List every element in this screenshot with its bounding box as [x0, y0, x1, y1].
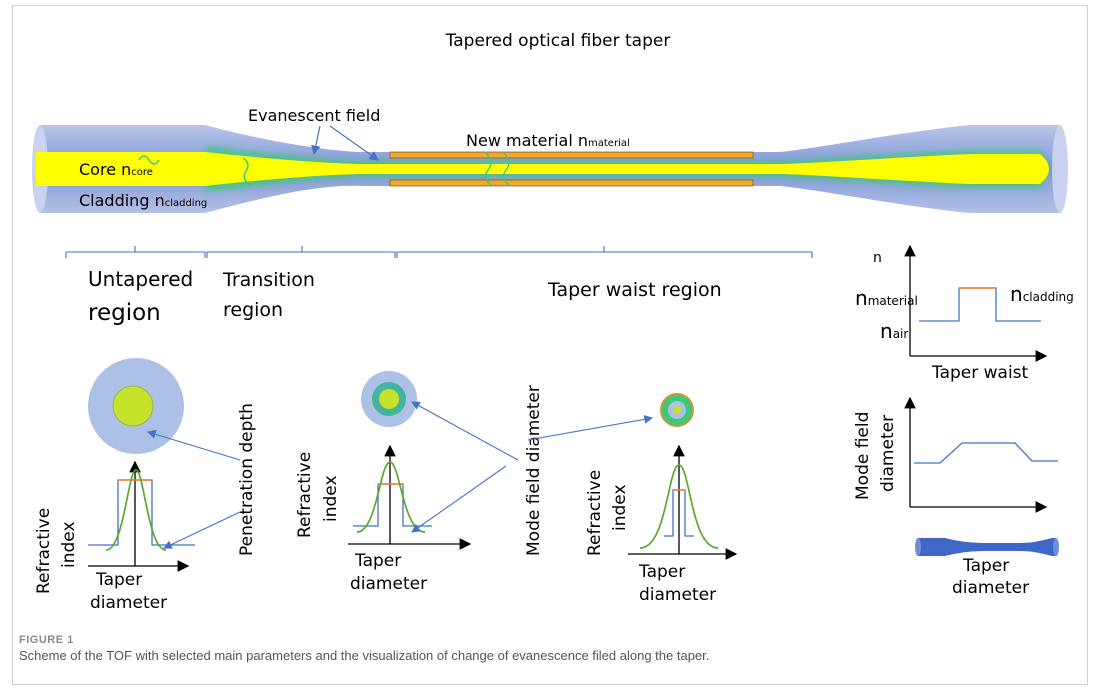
transition-brace — [206, 246, 396, 258]
material-layer-top — [389, 151, 754, 159]
transition-core — [379, 389, 399, 409]
evanescent-arrow-1 — [311, 125, 321, 156]
transition-label-2: region — [223, 299, 283, 321]
untapered-core — [112, 385, 154, 427]
untapered-label-2: region — [88, 300, 161, 326]
mode-field-diameter-label: Mode field diameter — [524, 385, 544, 556]
n-air-label: nair — [880, 319, 908, 343]
core-wave — [138, 155, 160, 165]
taper-label-1: Taper — [95, 570, 142, 590]
waist-brace — [396, 246, 813, 258]
diameter-label-1: diameter — [90, 593, 167, 613]
fiber — [32, 125, 1068, 213]
core-label: Core ncore — [79, 160, 153, 179]
untapered-brace — [65, 246, 206, 258]
mfd-profile-line — [914, 442, 1058, 464]
n-profile-plot — [904, 244, 1048, 362]
transition-index-plot — [348, 444, 472, 550]
untapered-step-profile — [88, 479, 195, 546]
small-taper-right-end — [1053, 538, 1059, 556]
taper-diameter-label-2: diameter — [952, 578, 1029, 598]
n-axis-label: n — [873, 250, 882, 266]
taper-diameter-label-1: Taper — [962, 556, 1009, 576]
mfd-arrow-waist — [527, 415, 654, 441]
refractive-label-2: Refractive — [295, 452, 315, 538]
right-fiber-end — [1052, 125, 1068, 213]
figure-caption: Scheme of the TOF with selected main par… — [19, 648, 710, 663]
diameter-label-3: diameter — [639, 585, 716, 605]
evanescent-label: Evanescent field — [248, 106, 380, 125]
untapered-gaussian — [105, 469, 167, 551]
figure-frame — [12, 5, 1088, 685]
refractive-label-3: Refractive — [585, 470, 605, 556]
transition-step-profile — [353, 483, 432, 527]
region-braces — [65, 246, 813, 258]
mode-field-label: Mode field — [853, 412, 873, 500]
mfd-arrow-plot — [411, 465, 507, 533]
cladding-label: Cladding ncladding — [79, 191, 207, 210]
waist-gaussian — [639, 464, 719, 549]
taper-label-3: Taper — [638, 562, 685, 582]
taper-diagram: Tapered optical fiber taper Evanescent f… — [32, 31, 1074, 613]
diagram-title: Tapered optical fiber taper — [445, 31, 671, 51]
penetration-depth-label: Penetration depth — [237, 403, 257, 556]
mfd-arrow-transition — [411, 401, 519, 461]
diameter-rotated-label: diameter — [878, 415, 898, 492]
evanescent-arrow-2 — [329, 125, 379, 161]
untapered-index-plot — [88, 460, 195, 572]
waist-core — [673, 406, 681, 414]
small-taper-left-end — [915, 538, 921, 556]
transition-gaussian — [356, 461, 426, 533]
waist-wave-2 — [502, 151, 511, 187]
transition-label-1: Transition — [222, 269, 315, 291]
fiber-core — [36, 152, 1049, 186]
n-material-label: nmaterial — [855, 286, 918, 310]
material-layer-bottom — [389, 179, 754, 187]
refractive-label-1: Refractive — [34, 508, 54, 594]
index-label-1: index — [59, 521, 79, 568]
new-material-label: New material nmaterial — [466, 131, 630, 150]
index-label-2: index — [321, 475, 341, 522]
taper-label-2: Taper — [354, 551, 401, 571]
diameter-label-2: diameter — [350, 574, 427, 594]
figure-label: FIGURE 1 — [19, 634, 74, 646]
waist-index-plot — [628, 444, 738, 560]
index-label-3: index — [610, 484, 630, 531]
n-cladding-label: ncladding — [1010, 282, 1074, 306]
waist-label: Taper waist region — [547, 279, 722, 301]
small-taper-icon — [918, 538, 1056, 556]
penetration-arrow-1 — [146, 430, 241, 461]
penetration-arrow-2 — [163, 511, 241, 549]
transition-wave — [242, 157, 251, 186]
untapered-label-1: Untapered — [88, 267, 193, 291]
mfd-plot — [904, 396, 1058, 513]
waist-wave-1 — [484, 151, 493, 187]
taper-waist-label: Taper waist — [931, 363, 1029, 383]
